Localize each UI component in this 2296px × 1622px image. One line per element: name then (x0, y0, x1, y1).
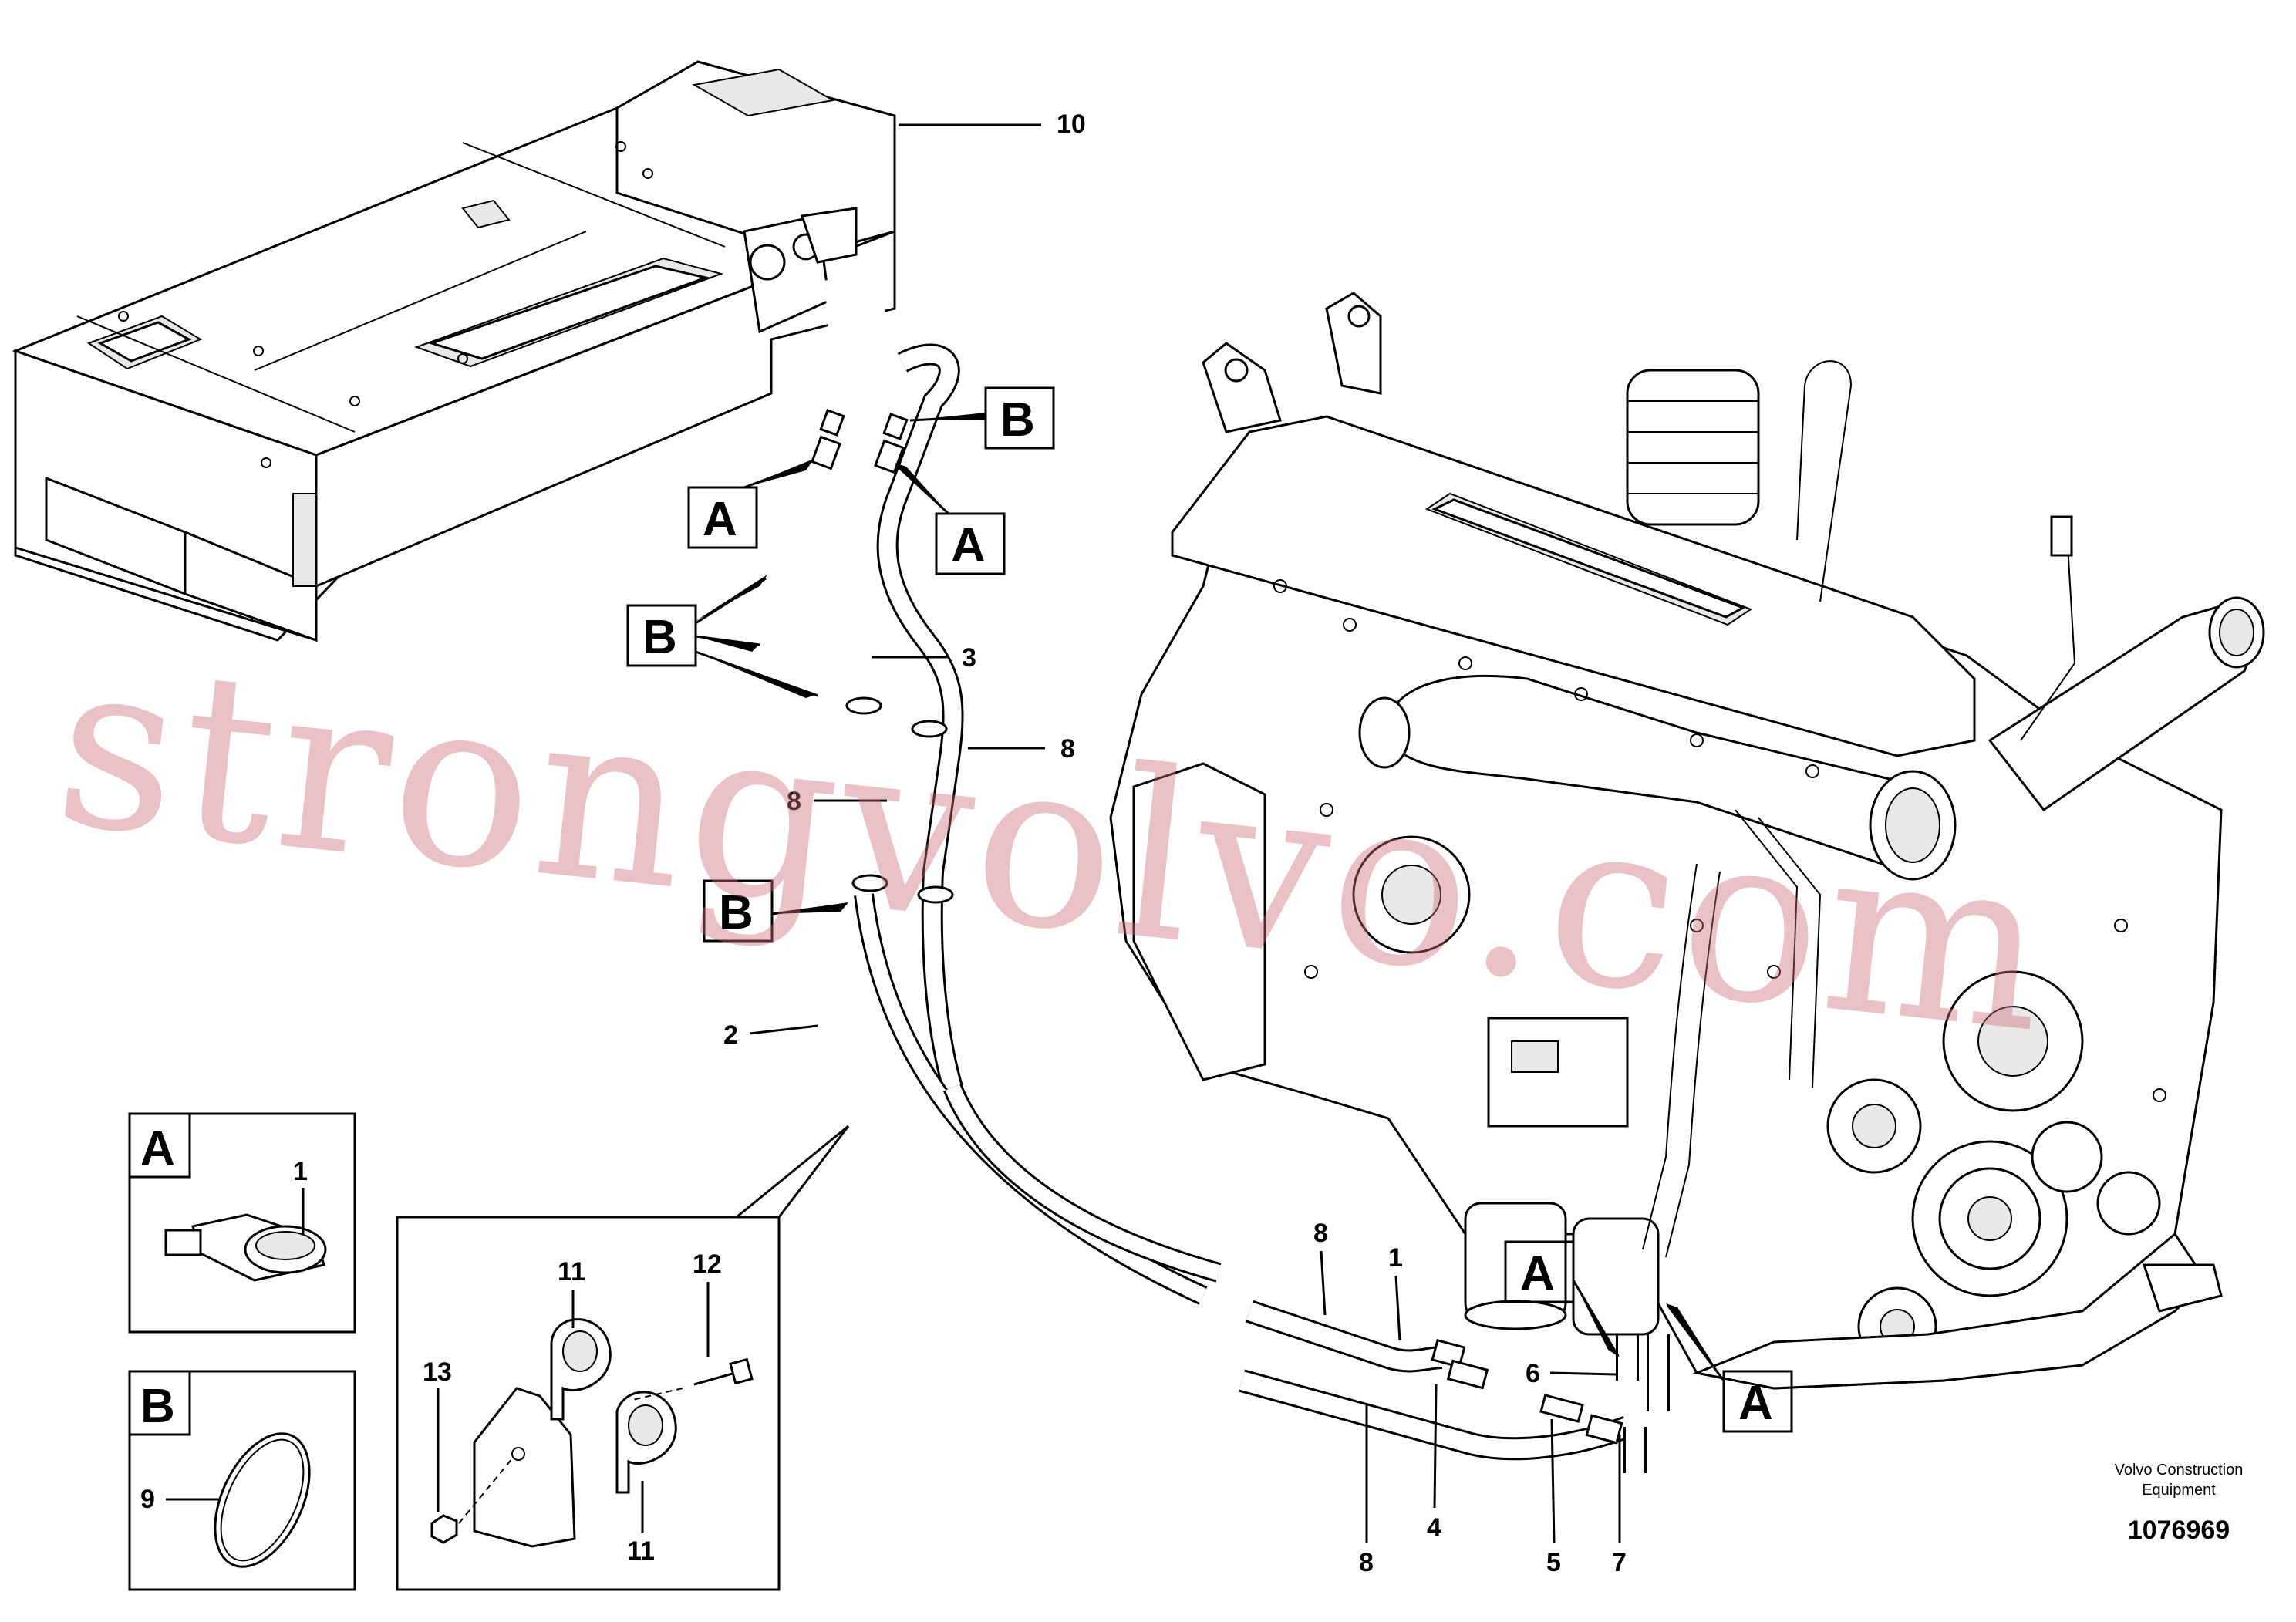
marker-a-top-left (687, 486, 758, 549)
bolt-drawing (693, 1357, 754, 1386)
callout-7: 7 (1612, 1548, 1627, 1577)
inset-b-title-box (128, 1370, 191, 1436)
inset-clip-leader (397, 1125, 849, 1219)
callouts: 10 3 8 8 2 8 1 6 4 5 7 8 (723, 110, 1627, 1577)
credit-block: Volvo Construction Equipment 1076969 (2115, 1462, 2244, 1545)
inset-a-title-box (128, 1112, 191, 1179)
mounting-plate-drawing (473, 1387, 576, 1548)
heater-hoses (807, 277, 1670, 1473)
callout-5: 5 (1546, 1548, 1561, 1577)
marker-b-low (703, 879, 774, 943)
callout-4: 4 (1427, 1513, 1441, 1543)
callout-11-top: 11 (558, 1257, 585, 1286)
engine-illustration (1109, 292, 2265, 1390)
leader-1-main (1394, 1275, 1401, 1341)
marker-b-mid-label: B (642, 611, 677, 664)
inset-a-title: A (140, 1122, 175, 1175)
leader-5 (1550, 1418, 1556, 1543)
inset-clip-frame (396, 1216, 781, 1591)
marker-a-top-right (935, 512, 1006, 575)
callout-8-b: 8 (787, 787, 801, 816)
callout-3: 3 (962, 643, 976, 673)
heater-unit-illustration (12, 60, 896, 642)
callout-1-inset: 1 (293, 1157, 308, 1186)
marker-a-top-right-label: A (951, 519, 986, 572)
inset-clip-detail: 11 12 13 11 (396, 1125, 850, 1591)
detail-markers: B A A B B A A (626, 386, 1793, 1433)
hose-band-drawing (214, 1432, 311, 1568)
marker-a-top-left-label: A (703, 493, 737, 546)
inset-b-title: B (140, 1380, 175, 1433)
callout-10: 10 (1057, 110, 1086, 139)
callout-8-c: 8 (1313, 1219, 1328, 1248)
callout-13: 13 (423, 1357, 452, 1387)
marker-a-lower-1 (1504, 1240, 1575, 1303)
credit-line-2: Equipment (2142, 1482, 2216, 1499)
hose-clamp-drawing (164, 1213, 327, 1282)
marker-a-lower-1-label: A (1520, 1247, 1555, 1300)
marker-b-mid (626, 604, 697, 667)
marker-b-top-label: B (1000, 393, 1035, 447)
inset-b-frame (128, 1370, 356, 1591)
marker-b-low-label: B (719, 886, 754, 939)
nut-drawing (430, 1514, 458, 1544)
inset-a: A 1 (128, 1112, 356, 1334)
callout-11-bottom: 11 (627, 1536, 655, 1566)
credit-line-1: Volvo Construction (2115, 1462, 2244, 1479)
callout-2: 2 (723, 1020, 738, 1050)
leader-8-c (1320, 1250, 1327, 1316)
callout-9: 9 (140, 1485, 155, 1514)
leader-6 (1549, 1371, 1617, 1376)
marker-a-lower-2-label: A (1738, 1377, 1773, 1430)
inset-b: B 9 (128, 1370, 356, 1591)
callout-8-d: 8 (1359, 1548, 1374, 1577)
document-number: 1076969 (2128, 1516, 2230, 1545)
callout-6: 6 (1526, 1359, 1540, 1388)
leader-2 (749, 1024, 818, 1035)
inset-a-frame (128, 1112, 356, 1334)
leader-4 (1433, 1384, 1438, 1509)
callout-8-a: 8 (1060, 734, 1075, 764)
callout-12: 12 (693, 1249, 722, 1279)
callout-1-main: 1 (1388, 1243, 1403, 1273)
marker-a-lower-2 (1722, 1370, 1793, 1433)
